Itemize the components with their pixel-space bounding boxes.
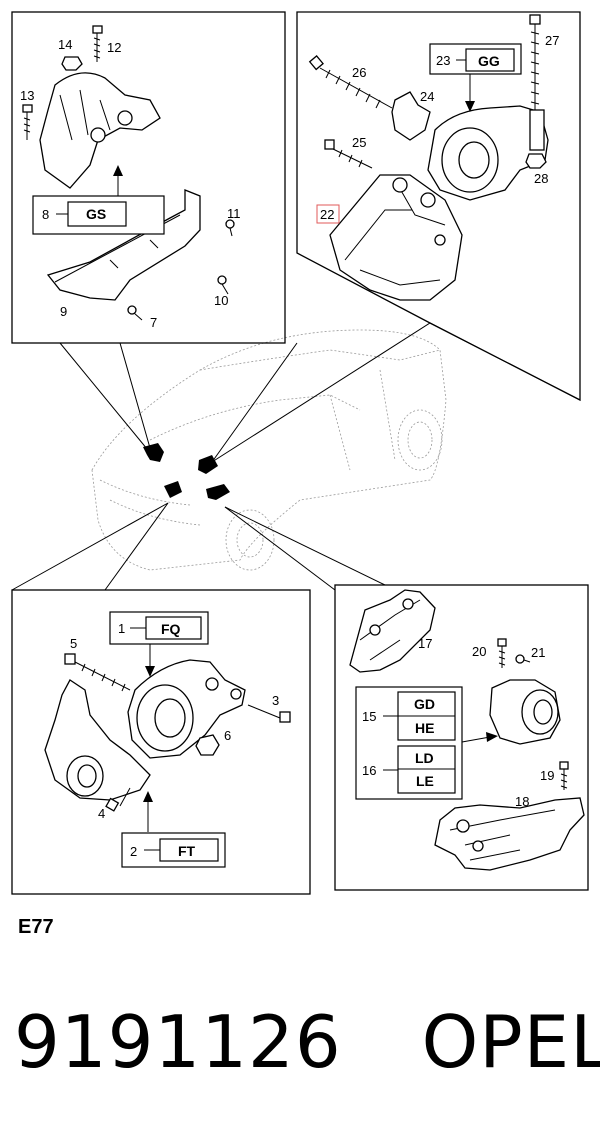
callout-4: 4 [98,806,105,821]
bolt-12 [92,25,103,62]
code-fq: FQ [161,621,181,637]
bracket-17 [349,589,436,673]
callout-14: 14 [58,37,72,52]
panel-top-left: 8 GS 14 12 13 11 10 9 7 [11,11,286,344]
part-number: 9191126 [14,1000,342,1084]
bolt-20 [497,638,507,668]
bracket-18 [434,797,585,871]
bolt-25 [324,139,373,169]
bolt-27 [529,14,541,115]
nut-6 [195,734,220,756]
bolt-5 [64,653,131,692]
bolt-19 [559,761,569,790]
callout-26: 26 [352,65,366,80]
code-ld: LD [415,750,434,766]
bolt-11 [225,219,235,237]
callout-27: 27 [545,33,559,48]
code-he: HE [415,720,434,736]
car-outline [91,329,447,571]
bolt-21 [515,654,531,664]
callout-3: 3 [272,693,279,708]
code-gd: GD [414,696,435,712]
bolt-7 [127,305,143,321]
callout-10: 10 [214,293,228,308]
callout-12: 12 [107,40,121,55]
bolt-4 [105,787,131,812]
callout-13: 13 [20,88,34,103]
leader-lines [11,322,581,591]
brand-name: OPEL [421,1000,600,1084]
highlight-box-22 [316,204,340,224]
code-group-index-15: 15 [362,709,376,724]
callout-21: 21 [531,645,545,660]
nut-14 [61,56,83,71]
code-gg: GG [478,53,500,69]
diagram-reference-code: E77 [18,916,54,938]
callout-28: 28 [534,171,548,186]
code-box-index-2: 2 [130,844,137,859]
callout-17: 17 [418,636,432,651]
part-number-line: 9191126 OPEL [14,1000,600,1084]
callout-7: 7 [150,315,157,330]
callout-19: 19 [540,768,554,783]
callout-9: 9 [60,304,67,319]
callout-24: 24 [420,89,434,104]
bolt-13 [22,104,33,140]
panel-bottom-right: 15 16 GD HE LD LE 17 20 21 19 18 [334,584,589,891]
panel-bottom-left: 1 FQ 2 FT 5 3 6 4 [11,589,311,895]
bracket-24 [391,91,431,141]
panel-top-right: 23 GG 22 26 27 24 25 28 [296,11,581,402]
callout-25: 25 [352,135,366,150]
bolt-3 [247,704,291,723]
code-gs: GS [86,206,106,222]
callout-18: 18 [515,794,529,809]
callout-6: 6 [224,728,231,743]
code-group-index-16: 16 [362,763,376,778]
code-box-index-1: 1 [118,621,125,636]
bolt-10 [217,275,229,295]
callout-20: 20 [472,644,486,659]
callout-5: 5 [70,636,77,651]
code-ft: FT [178,843,196,859]
callout-11: 11 [227,206,241,221]
nut-28 [525,153,547,169]
code-box-index-23: 23 [436,53,450,68]
bolt-26 [308,55,393,109]
exploded-parts-diagram: 8 GS 14 12 13 11 10 9 7 [11,11,589,895]
code-le: LE [416,773,434,789]
code-box-index-8: 8 [42,207,49,222]
callout-22: 22 [320,207,334,222]
